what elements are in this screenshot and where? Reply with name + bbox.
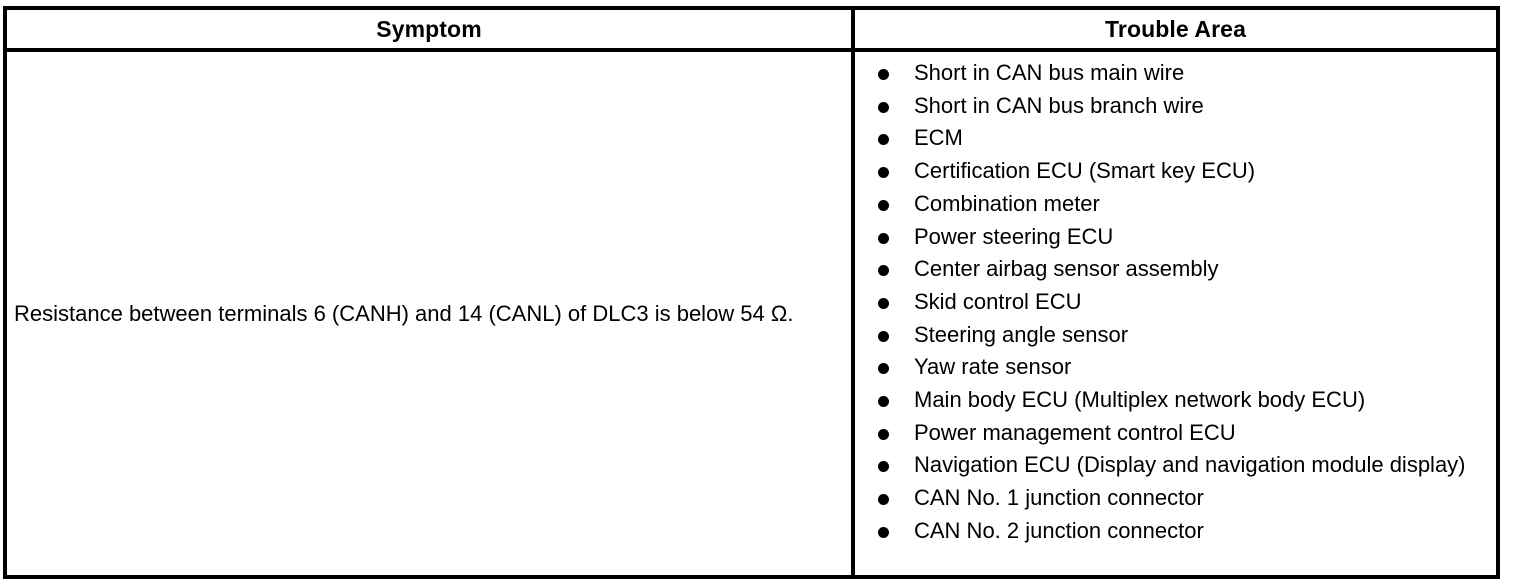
list-item: Yaw rate sensor [871,351,1488,384]
table-row: Resistance between terminals 6 (CANH) an… [5,50,1498,577]
list-item-label: Short in CAN bus branch wire [914,92,1204,118]
list-item: Steering angle sensor [871,319,1488,352]
list-item: ECM [871,122,1488,155]
list-item-label: Skid control ECU [914,288,1082,314]
list-item-label: Short in CAN bus main wire [914,60,1185,85]
list-item-label: Power steering ECU [914,223,1114,249]
column-header-symptom: Symptom [5,8,853,52]
table-body: Resistance between terminals 6 (CANH) an… [5,50,1498,577]
bullet-icon [878,69,889,80]
bullet-icon [878,461,889,473]
bullet-icon [878,494,889,506]
symptom-trouble-area-table: Symptom Trouble Area Resistance between … [3,6,1500,579]
bullet-icon [878,297,889,309]
list-item: Power management control ECU [871,417,1488,450]
list-item: Navigation ECU (Display and navigation m… [871,449,1488,482]
bullet-icon [878,428,889,440]
list-item-label: Certification ECU (Smart key ECU) [914,158,1256,184]
column-header-trouble-area: Trouble Area [851,8,1498,52]
list-item-label: ECM [914,125,963,151]
list-item-label: Navigation ECU (Display and navigation m… [914,452,1466,478]
bullet-icon [878,167,889,179]
bullet-icon [878,330,889,342]
bullet-icon [878,199,889,211]
list-item: CAN No. 2 junction connector [871,515,1488,548]
list-item-label: CAN No. 2 junction connector [914,517,1204,543]
list-item: CAN No. 1 junction connector [871,482,1488,515]
list-item-label: Combination meter [914,190,1100,216]
bullet-icon [878,526,889,538]
list-item-label: CAN No. 1 junction connector [914,485,1204,511]
bullet-icon [878,101,889,113]
list-item-label: Main body ECU (Multiplex network body EC… [914,387,1366,413]
list-item-label: Steering angle sensor [914,321,1129,347]
list-item-label: Yaw rate sensor [914,354,1072,380]
list-item: Power steering ECU [871,221,1488,254]
list-item: Combination meter [871,188,1488,221]
list-item: Short in CAN bus main wire [871,57,1488,90]
table-header-row: Symptom Trouble Area [5,8,1498,52]
list-item: Main body ECU (Multiplex network body EC… [871,384,1488,417]
list-item: Center airbag sensor assembly [871,253,1488,286]
list-item-label: Power management control ECU [914,419,1236,445]
symptom-text: Resistance between terminals 6 (CANH) an… [14,300,794,326]
list-item-label: Center airbag sensor assembly [914,256,1219,282]
bullet-icon [878,396,889,408]
trouble-area-cell: Short in CAN bus main wire Short in CAN … [851,50,1498,577]
bullet-icon [878,134,889,146]
table-header: Symptom Trouble Area [5,8,1498,52]
bullet-icon [878,363,889,375]
bullet-icon [878,265,889,277]
list-item: Certification ECU (Smart key ECU) [871,155,1488,188]
list-item: Skid control ECU [871,286,1488,319]
symptom-cell: Resistance between terminals 6 (CANH) an… [5,50,853,577]
trouble-area-list: Short in CAN bus main wire Short in CAN … [871,57,1488,548]
bullet-icon [878,232,889,244]
list-item: Short in CAN bus branch wire [871,90,1488,123]
